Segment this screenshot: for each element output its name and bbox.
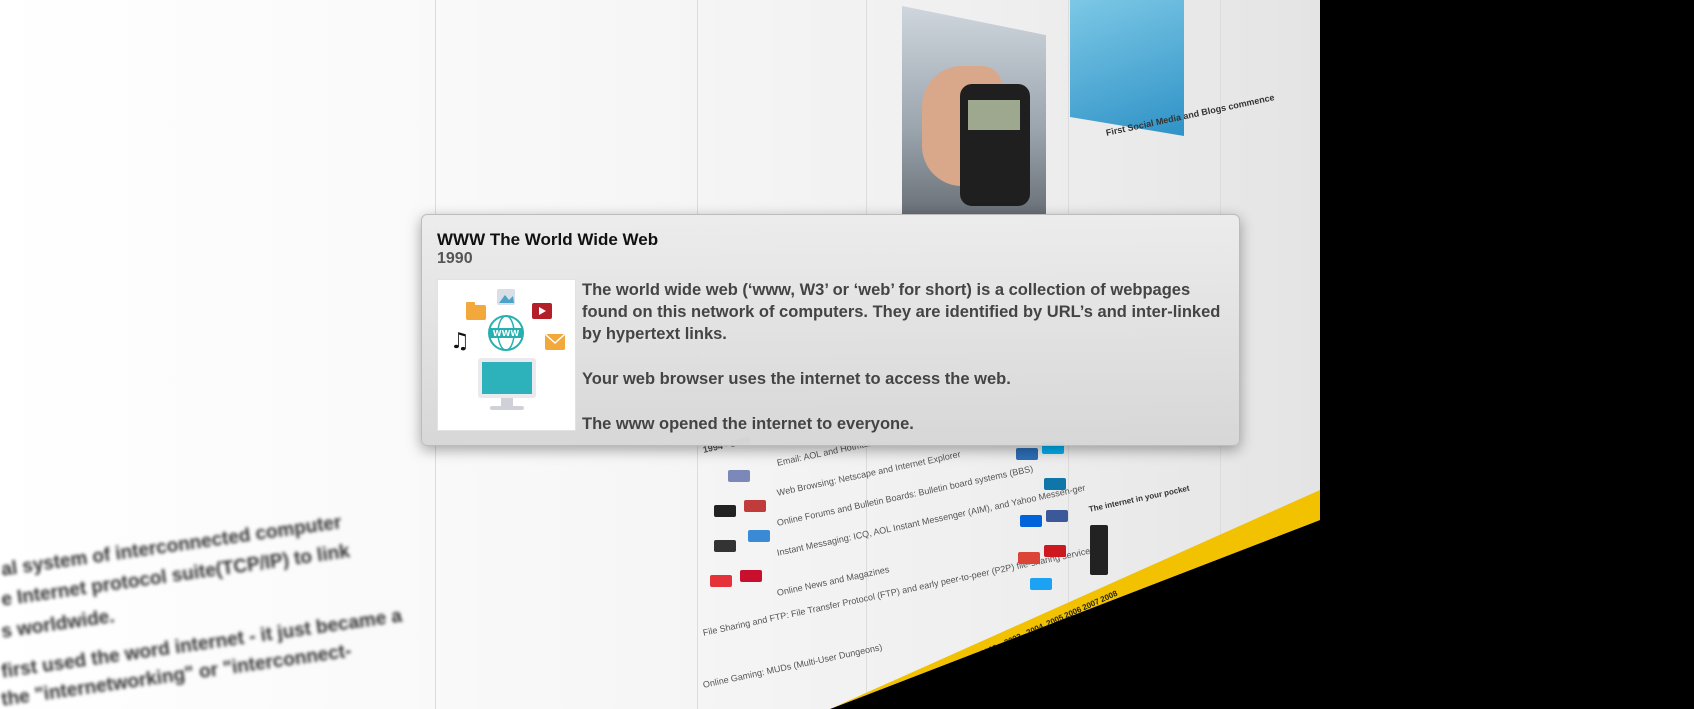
pocket-internet-caption: The internet in your pocket [1088,483,1191,514]
cloud-computing-image [1070,0,1184,136]
pager-device [960,84,1030,206]
logo-icon [1044,545,1066,557]
logo-icon [1016,448,1038,460]
logo-icon [748,530,770,542]
logo-icon [1030,578,1052,590]
logo-icon [1020,515,1042,527]
logo-icon [1018,552,1040,564]
www-computer-icon: ♫ WWW [437,279,576,431]
popup-title: WWW The World Wide Web [437,230,659,249]
pager-screen [968,100,1020,130]
pager-photo [902,6,1046,214]
logo-icon [1044,478,1066,490]
logo-icon [710,575,732,587]
timeline-year: 1998 [860,694,881,709]
logo-icon [714,505,736,517]
logo-icon [714,540,736,552]
logo-icon [1046,510,1068,522]
popup-year: 1990 [437,250,473,267]
logo-icon [744,500,766,512]
logo-icon [740,570,762,582]
info-popup: WWW The World Wide Web 1990 ♫ WWW [421,214,1240,446]
svg-text:♫: ♫ [450,329,470,354]
www-image-label: WWW [493,329,520,338]
blurred-text-line: s worldwide. [0,606,116,643]
description-paragraph: Your web browser uses the internet to ac… [582,370,1011,388]
logo-icon [728,470,750,482]
list-item: Online Gaming: MUDs (Multi-User Dungeons… [702,641,884,690]
list-item: Online Forums and Bulletin Boards: Bulle… [776,463,1034,528]
description-paragraph: The world wide web (‘www, W3’ or ‘web’ f… [582,281,1221,343]
description-paragraph: The www opened the internet to everyone. [582,415,914,433]
popup-description: The world wide web (‘www, W3’ or ‘web’ f… [582,279,1222,458]
phone-icon [1090,525,1108,575]
